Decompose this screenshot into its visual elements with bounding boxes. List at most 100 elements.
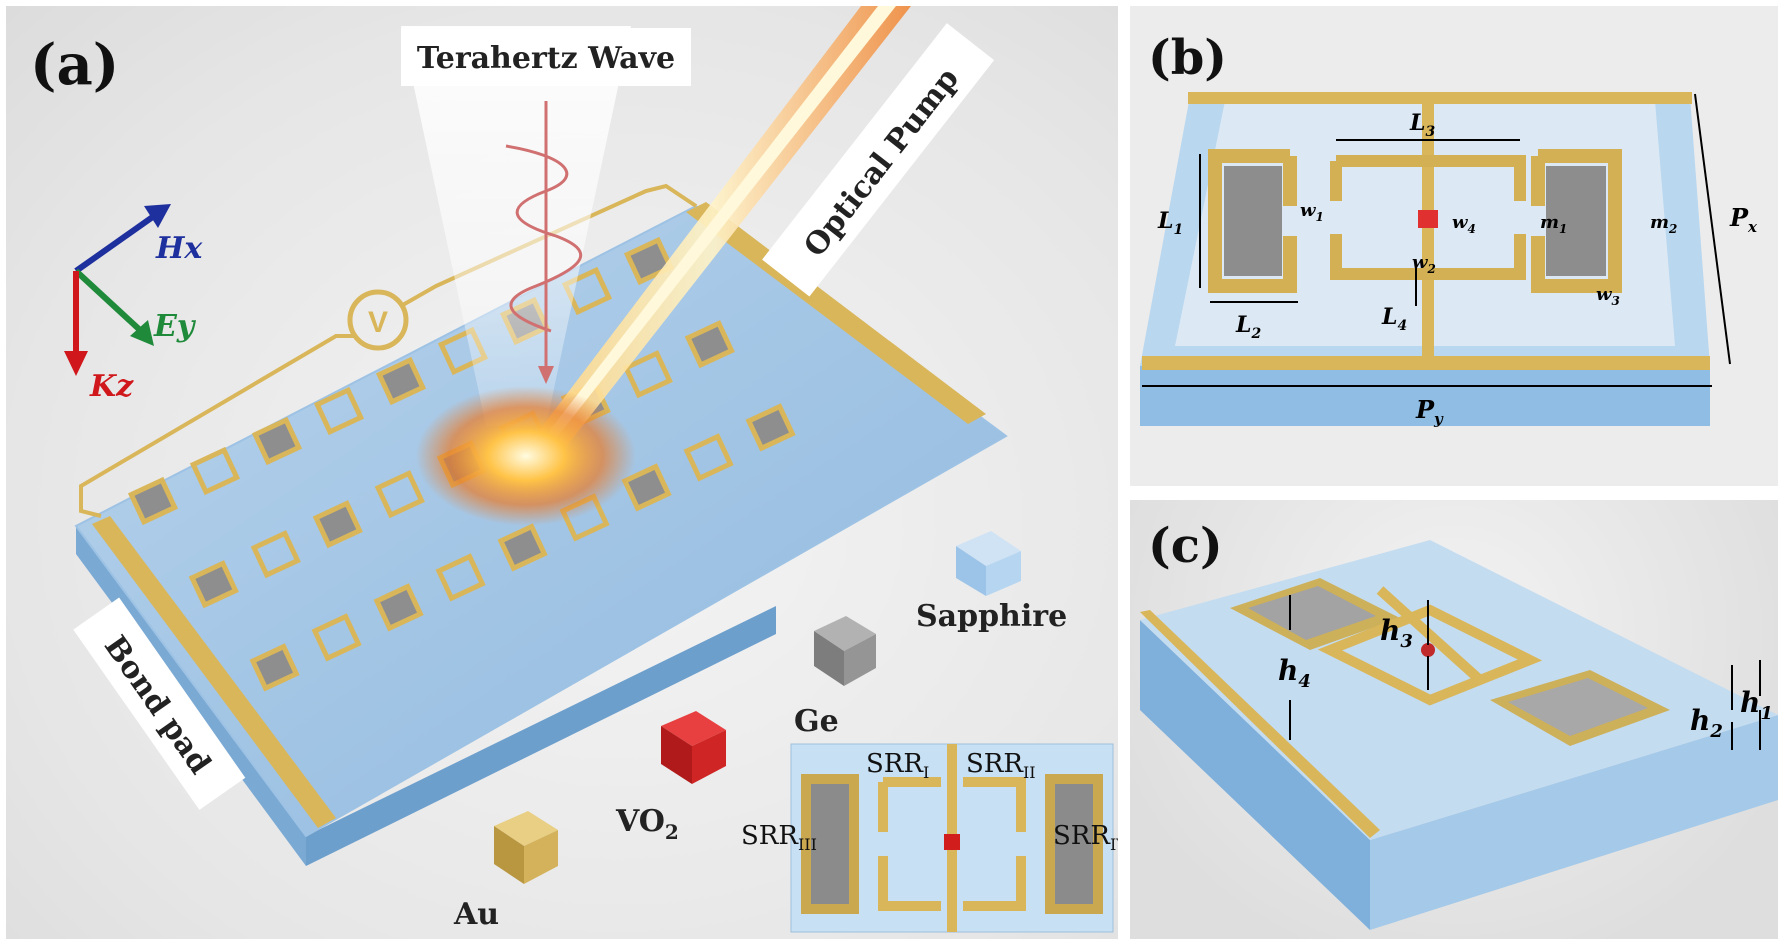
voltmeter-label: V bbox=[368, 306, 388, 339]
inset-srr-i-label: SRRI bbox=[866, 749, 929, 782]
b-w1-label: w1 bbox=[1300, 200, 1324, 224]
inset-srr-i bbox=[878, 777, 941, 911]
panel-c: h1 h2 h3 h4 (c) bbox=[1130, 500, 1778, 939]
substrate-side-front bbox=[306, 606, 776, 866]
panel-b: L1 L2 L3 L4 w1 w2 w3 w4 m1 m2 Px Py (b) bbox=[1130, 6, 1778, 486]
panel-c-svg: h1 h2 h3 h4 (c) bbox=[1140, 518, 1778, 930]
c-substrate-side bbox=[1140, 620, 1370, 930]
srr-cell bbox=[374, 470, 425, 519]
inset-vo2-patch bbox=[944, 834, 960, 850]
c-h2-label: h2 bbox=[1690, 704, 1723, 742]
bond-pad-left bbox=[92, 516, 336, 828]
b-substrate-front bbox=[1140, 366, 1710, 426]
b-m1-label: m1 bbox=[1540, 212, 1567, 236]
srr-cell bbox=[313, 386, 365, 436]
srr-cell bbox=[621, 463, 672, 512]
b-srr-right bbox=[1531, 149, 1622, 293]
b-px-label: Px bbox=[1729, 203, 1758, 236]
b-w3-label: w3 bbox=[1596, 284, 1620, 308]
panel-a-label: (a) bbox=[30, 32, 119, 98]
b-vo2-patch bbox=[1418, 210, 1438, 228]
axis-ey-line bbox=[73, 268, 144, 334]
wave-arrow-head bbox=[538, 366, 554, 384]
srr-cell bbox=[684, 320, 735, 369]
sapphire-cube bbox=[956, 531, 1021, 596]
panel-a: V Terahertz Wave Optical Pump Hx Ey Kz B… bbox=[6, 6, 1118, 939]
inset-srr-ii bbox=[963, 777, 1026, 911]
optical-pump-label-box bbox=[762, 23, 995, 297]
b-ge-right bbox=[1546, 166, 1606, 276]
ge-label: Ge bbox=[794, 704, 839, 739]
b-top-bar bbox=[1188, 92, 1692, 104]
c-vo2-patch bbox=[1421, 643, 1435, 657]
srr-cell bbox=[311, 613, 362, 662]
circuit-wire bbox=[79, 183, 698, 518]
b-center-bar bbox=[1422, 104, 1434, 358]
substrate-side-left bbox=[76, 526, 306, 866]
c-h1-label: h1 bbox=[1740, 686, 1773, 724]
c-gold-bar bbox=[1140, 610, 1380, 838]
c-ge-left bbox=[1248, 586, 1376, 640]
srr-cell bbox=[622, 350, 673, 399]
b-L2-label: L2 bbox=[1235, 312, 1261, 342]
unit-cell-inset: SRRI SRRII SRRIII SRRIV bbox=[741, 743, 1118, 933]
inset-srr-iv-label: SRRIV bbox=[1053, 821, 1118, 854]
axis-ey-label: Ey bbox=[153, 309, 197, 344]
b-L1-label: L1 bbox=[1157, 208, 1183, 238]
vo2-cube bbox=[661, 711, 726, 784]
bond-pad-label-box bbox=[73, 597, 246, 810]
b-srr-center bbox=[1330, 155, 1526, 280]
inset-srr-iii-label: SRRIII bbox=[741, 821, 817, 854]
axis-ey-arrow bbox=[130, 320, 154, 346]
c-dimensions bbox=[1289, 595, 1761, 750]
panel-c-label: (c) bbox=[1148, 518, 1223, 574]
au-label: Au bbox=[453, 897, 499, 932]
srr-cell bbox=[249, 643, 300, 692]
c-h4-label: h4 bbox=[1278, 654, 1311, 692]
bond-pad-right bbox=[686, 202, 986, 424]
axis-hx-label: Hx bbox=[155, 231, 203, 266]
terahertz-wave-label: Terahertz Wave bbox=[417, 41, 675, 76]
terahertz-label-box bbox=[401, 28, 691, 86]
b-m2-label: m2 bbox=[1650, 212, 1677, 236]
pump-spot-glow bbox=[416, 386, 636, 526]
b-L4-label: L4 bbox=[1381, 304, 1407, 334]
panel-b-svg: L1 L2 L3 L4 w1 w2 w3 w4 m1 m2 Px Py (b) bbox=[1140, 30, 1758, 428]
c-h3-label: h3 bbox=[1380, 614, 1413, 652]
panel-b-label: (b) bbox=[1148, 30, 1227, 86]
srr-cell bbox=[375, 356, 427, 406]
vo2-label: VO2 bbox=[615, 804, 679, 844]
axis-kz-label: Kz bbox=[89, 369, 134, 404]
srr-cell bbox=[373, 583, 424, 632]
b-dimensions bbox=[1142, 93, 1731, 387]
c-ge-right bbox=[1508, 678, 1648, 736]
c-substrate-front bbox=[1370, 715, 1778, 930]
b-srr-left bbox=[1208, 149, 1297, 293]
panel-a-svg: V Terahertz Wave Optical Pump Hx Ey Kz B… bbox=[30, 6, 1118, 933]
terahertz-waveform bbox=[505, 101, 582, 376]
b-w2-label: w2 bbox=[1412, 252, 1436, 276]
axis-hx-arrow bbox=[144, 204, 171, 228]
sapphire-label: Sapphire bbox=[916, 599, 1067, 634]
voltmeter-symbol bbox=[347, 289, 409, 351]
c-center-frame bbox=[1317, 586, 1543, 706]
srr-cell bbox=[312, 500, 363, 549]
srr-cell bbox=[127, 476, 179, 526]
ge-cube bbox=[814, 616, 876, 686]
srr-cell bbox=[435, 553, 486, 602]
terahertz-cone bbox=[401, 26, 631, 426]
inset-srr-ii-label: SRRII bbox=[966, 749, 1036, 782]
srr-cell bbox=[188, 560, 239, 609]
b-bottom-bar bbox=[1142, 356, 1710, 370]
b-ge-left bbox=[1224, 166, 1282, 276]
b-py-label: Py bbox=[1415, 395, 1444, 428]
axis-hx-line bbox=[74, 213, 156, 274]
au-cube bbox=[494, 811, 558, 884]
srr-cell bbox=[683, 433, 734, 482]
optical-pump-beam-core bbox=[526, 6, 896, 464]
b-w4-label: w4 bbox=[1452, 212, 1476, 236]
srr-cell bbox=[497, 523, 548, 572]
srr-cell bbox=[251, 416, 303, 466]
srr-cell bbox=[745, 403, 796, 452]
axis-kz-arrow bbox=[64, 351, 88, 376]
